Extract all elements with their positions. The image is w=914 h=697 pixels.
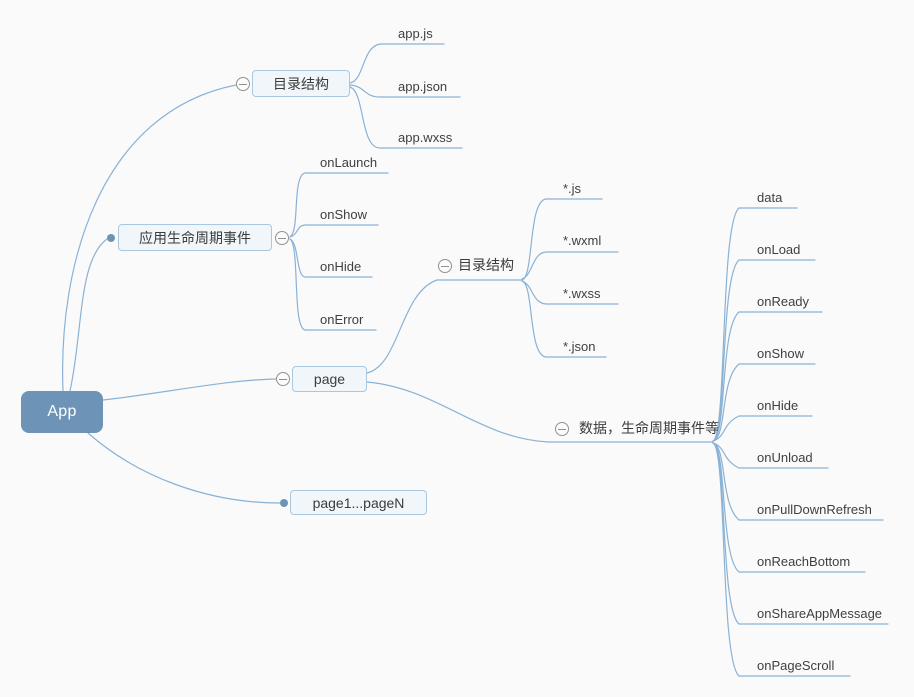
node-star-json[interactable]: *.json bbox=[563, 339, 596, 354]
connector bbox=[712, 415, 813, 442]
node-data[interactable]: data bbox=[757, 190, 783, 205]
node-label: page bbox=[313, 371, 346, 387]
node-star-wxml[interactable]: *.wxml bbox=[563, 233, 602, 248]
node-app-label: App bbox=[47, 403, 77, 420]
connector bbox=[712, 442, 889, 625]
connector bbox=[87, 432, 281, 504]
connector bbox=[289, 238, 377, 331]
connector bbox=[712, 207, 798, 442]
node-onhide-app[interactable]: onHide bbox=[320, 259, 362, 274]
node-onshareappmessage[interactable]: onShareAppMessage bbox=[757, 606, 883, 621]
connector bbox=[712, 442, 851, 677]
connector bbox=[69, 238, 108, 392]
node-onunload[interactable]: onUnload bbox=[757, 450, 813, 465]
connector bbox=[349, 86, 463, 149]
node-onshow-app[interactable]: onShow bbox=[320, 207, 367, 222]
connector bbox=[712, 311, 823, 442]
connector bbox=[62, 84, 237, 392]
collapse-icon[interactable] bbox=[276, 372, 290, 386]
node-star-js[interactable]: *.js bbox=[563, 181, 582, 196]
node-app-wxss[interactable]: app.wxss bbox=[398, 130, 453, 145]
node-dir-structure-app[interactable]: 目录结构 bbox=[252, 70, 350, 97]
collapse-icon[interactable] bbox=[275, 231, 289, 245]
node-app-json[interactable]: app.json bbox=[398, 79, 448, 94]
node-onload[interactable]: onLoad bbox=[757, 242, 801, 257]
node-page1-pagen[interactable]: page1...pageN bbox=[290, 490, 427, 515]
connector bbox=[349, 84, 461, 98]
node-page[interactable]: page bbox=[292, 366, 367, 392]
node-dir-structure-page[interactable]: 目录结构 bbox=[458, 257, 514, 273]
collapse-icon[interactable] bbox=[555, 422, 569, 436]
connector bbox=[521, 280, 607, 358]
node-label: 应用生命周期事件 bbox=[139, 229, 251, 246]
attach-dot-icon bbox=[107, 234, 115, 242]
collapse-icon[interactable] bbox=[438, 259, 452, 273]
connector bbox=[349, 43, 445, 84]
collapse-icon[interactable] bbox=[236, 77, 250, 91]
node-page-data-lifecycle[interactable]: 数据，生命周期事件等 bbox=[579, 420, 719, 436]
node-onpulldownrefresh[interactable]: onPullDownRefresh bbox=[757, 502, 872, 517]
connector bbox=[712, 442, 829, 469]
connector bbox=[712, 259, 816, 442]
connector bbox=[289, 238, 373, 278]
connector bbox=[712, 442, 884, 521]
connector bbox=[366, 279, 523, 374]
connector bbox=[102, 378, 277, 401]
node-app-lifecycle[interactable]: 应用生命周期事件 bbox=[118, 224, 272, 251]
connector bbox=[289, 224, 379, 238]
node-app-js[interactable]: app.js bbox=[398, 26, 433, 41]
node-onhide-page[interactable]: onHide bbox=[757, 398, 799, 413]
node-onpagescroll[interactable]: onPageScroll bbox=[757, 658, 835, 673]
node-star-wxss[interactable]: *.wxss bbox=[563, 286, 601, 301]
node-onreachbottom[interactable]: onReachBottom bbox=[757, 554, 851, 569]
connector bbox=[521, 251, 619, 280]
node-onready[interactable]: onReady bbox=[757, 294, 810, 309]
node-onlaunch[interactable]: onLaunch bbox=[320, 155, 378, 170]
node-onerror[interactable]: onError bbox=[320, 312, 364, 327]
node-label: page1...pageN bbox=[312, 494, 405, 511]
node-onshow-page[interactable]: onShow bbox=[757, 346, 804, 361]
connector bbox=[366, 381, 714, 443]
node-app[interactable]: App bbox=[21, 391, 103, 433]
connector bbox=[712, 363, 816, 442]
node-label: 目录结构 bbox=[273, 75, 329, 92]
connector bbox=[289, 172, 389, 238]
attach-dot-icon bbox=[280, 499, 288, 507]
